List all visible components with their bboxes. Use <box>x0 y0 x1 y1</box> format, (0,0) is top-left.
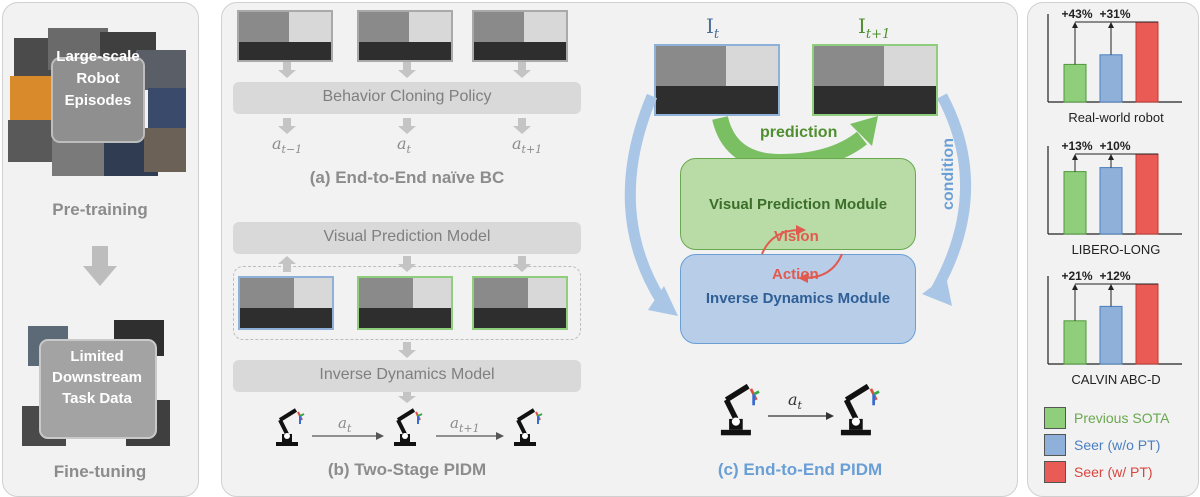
gain-label-1: +43% <box>1061 7 1092 21</box>
episodes-label: Large-scale Robot Episodes <box>56 48 140 109</box>
bc-caption: (a) End-to-End naïve BC <box>309 168 505 187</box>
vpm-label: Visual Prediction Module <box>708 196 888 213</box>
chart-title: LIBERO-LONG <box>1072 242 1161 257</box>
gain-label-2: +31% <box>1099 7 1130 21</box>
bc-arrows <box>278 62 531 134</box>
gain-label-1: +13% <box>1061 139 1092 153</box>
robot-arm-icon <box>514 408 543 446</box>
legend-swatch-previous <box>1044 407 1066 429</box>
bc-frame-3 <box>472 10 568 62</box>
pidm2-frame-pred-2 <box>472 276 568 330</box>
bar-1 <box>1063 171 1087 235</box>
pidm2-frame-pred-1 <box>357 276 453 330</box>
chart-title: Real-world robot <box>1068 110 1164 125</box>
episodes-collage <box>8 28 186 176</box>
robot-arm-icon <box>840 383 880 436</box>
legend-label-previous: Previous SOTA <box>1074 410 1170 426</box>
bar-1 <box>1063 320 1087 365</box>
bar-3 <box>1135 21 1159 103</box>
vision-action-loop-icon <box>761 225 843 283</box>
gain-arrowhead <box>1108 154 1114 160</box>
gain-arrowhead <box>1108 284 1114 290</box>
pidm-caption: (c) End-to-End PIDM <box>717 460 883 479</box>
bc-frame-2 <box>357 10 453 62</box>
chart-libero-long: +13% +10% LIBERO-LONG <box>1047 139 1182 257</box>
visual-prediction-module <box>680 158 916 250</box>
frame-next <box>812 44 938 116</box>
bar-3 <box>1135 283 1159 365</box>
bc-action-2: at <box>397 134 411 157</box>
inverse-dynamics-module <box>680 254 916 344</box>
action-label: Action <box>772 266 819 283</box>
bc-policy-box: Behavior Cloning Policy <box>233 82 581 114</box>
idm2-box: Inverse Dynamics Model <box>233 360 581 392</box>
gain-label-1: +21% <box>1061 269 1092 283</box>
bc-frame-1 <box>237 10 333 62</box>
legend-label-seer-w: Seer (w/ PT) <box>1074 464 1153 480</box>
gain-arrowhead <box>1072 284 1078 290</box>
legend-label-seer-wo: Seer (w/o PT) <box>1074 437 1161 453</box>
robot-transition-arrows <box>312 432 504 440</box>
bar-1 <box>1063 63 1087 103</box>
prediction-label: prediction <box>760 124 838 141</box>
robot-arm-icon <box>394 408 423 446</box>
frame-label-current: It <box>706 14 720 42</box>
bc-action-3: at+1 <box>512 134 543 157</box>
pretraining-label: Pre-training <box>52 200 148 219</box>
chart-title: CALVIN ABC-D <box>1071 372 1160 387</box>
vision-label: Vision <box>774 228 819 245</box>
pidm2-action-1: at <box>338 414 352 435</box>
gain-label-2: +10% <box>1099 139 1130 153</box>
bar-2 <box>1099 305 1123 365</box>
pidm2-frame-current <box>238 276 334 330</box>
legend-swatch-seer-w <box>1044 461 1066 483</box>
gain-arrowhead <box>1072 22 1078 28</box>
downstream-collage <box>22 320 170 446</box>
frame-label-next: It+1 <box>858 14 891 42</box>
chart-real-world: +43% +31% Real-world robot <box>1047 7 1182 125</box>
downstream-label: Limited Downstream Task Data <box>51 348 143 407</box>
finetuning-label: Fine-tuning <box>53 462 147 481</box>
pidm-action-arrow <box>768 412 834 420</box>
frame-current <box>654 44 780 116</box>
gain-label-2: +12% <box>1099 269 1130 283</box>
bc-action-1: at−1 <box>272 134 303 157</box>
gain-arrowhead <box>1108 22 1114 28</box>
condition-label: condition <box>940 138 957 210</box>
bar-2 <box>1099 167 1123 235</box>
robot-arm-icon <box>276 408 305 446</box>
robot-arm-icon <box>720 383 760 436</box>
pidm2-caption: (b) Two-Stage PIDM <box>327 460 487 479</box>
bar-2 <box>1099 54 1123 103</box>
bar-3 <box>1135 153 1159 235</box>
pidm2-action-2: at+1 <box>450 414 480 435</box>
pidm2-arrows <box>278 256 531 403</box>
legend-swatch-seer-wo <box>1044 434 1066 456</box>
chart-calvin: +21% +12% CALVIN ABC-D <box>1047 269 1182 387</box>
gain-arrowhead <box>1072 154 1078 160</box>
vpm2-box: Visual Prediction Model <box>233 222 581 254</box>
idm-label: Inverse Dynamics Module <box>705 290 891 307</box>
down-arrow-icon <box>83 246 117 286</box>
pidm-action-label: at <box>788 390 802 413</box>
